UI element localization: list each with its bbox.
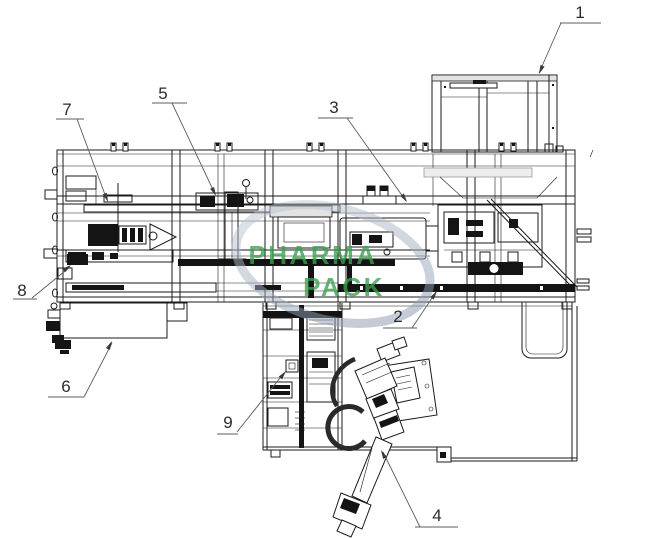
watermark-swoosh — [231, 200, 435, 328]
callout-6-number: 6 — [61, 377, 70, 396]
callout-5-number: 5 — [158, 84, 167, 103]
callout-1-number: 1 — [575, 3, 584, 22]
callout-9-number: 9 — [223, 413, 232, 432]
frame-top-bolts — [110, 142, 517, 152]
watermark: PHARMA PACK — [231, 200, 435, 328]
callout-7-number: 7 — [62, 100, 71, 119]
outfeed-box — [46, 302, 188, 354]
section-5-transfer — [178, 179, 395, 298]
callout-6: 6 — [48, 341, 113, 398]
callout-1: 1 — [538, 3, 601, 74]
section-case-packer — [423, 167, 592, 291]
callout-2-number: 2 — [393, 307, 402, 326]
callout-8-number: 8 — [17, 281, 26, 300]
callout-5: 5 — [152, 84, 216, 196]
diagonal-brace — [486, 198, 578, 289]
watermark-line1: PHARMA — [248, 240, 377, 270]
robot-arm — [325, 336, 438, 538]
section-7-feeder — [43, 175, 341, 293]
watermark-line2: PACK — [303, 272, 385, 302]
callout-3-number: 3 — [329, 98, 338, 117]
callout-8: 8 — [13, 265, 71, 300]
hanging-panel — [521, 301, 568, 359]
callout-4-number: 4 — [432, 506, 441, 525]
callout-3: 3 — [318, 98, 407, 202]
callout-7: 7 — [56, 100, 108, 202]
callout-4: 4 — [381, 450, 458, 528]
hopper-tower — [431, 74, 564, 153]
callouts: 1 2 3 4 5 6 — [13, 3, 601, 528]
part-9-target-block — [285, 359, 299, 373]
callout-2: 2 — [383, 291, 437, 329]
callout-9: 9 — [217, 371, 286, 435]
carton-conveyor — [255, 284, 575, 292]
